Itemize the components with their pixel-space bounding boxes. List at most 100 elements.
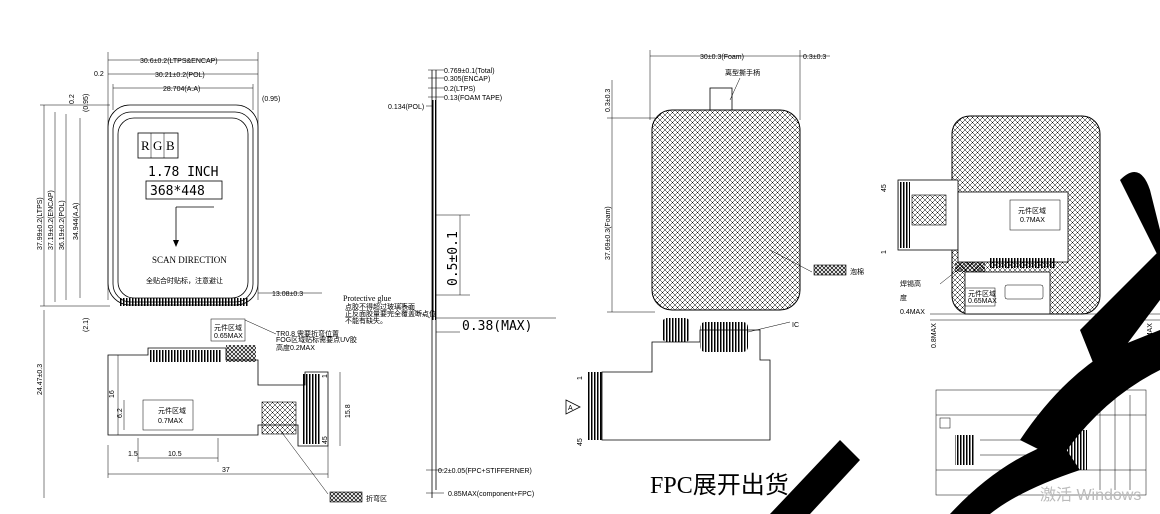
solder-label-3: 0.4MAX xyxy=(900,309,925,316)
dim-ltps-width: 30.6±0.2(LTPS&ENCAP) xyxy=(140,58,218,65)
side-panel-stack xyxy=(432,100,436,320)
dim-15-8: 15.8 xyxy=(345,404,352,418)
dim-0-2-top: 0.2 xyxy=(94,71,104,78)
fpc-connector xyxy=(302,374,320,444)
back-dim-0-3-top: 0.3±0.3 xyxy=(803,54,826,61)
solder-label-1: 焊锡高 xyxy=(900,279,921,288)
screen-note: 全贴合时贴标，注意避让 xyxy=(146,276,223,285)
detail-mark xyxy=(939,417,951,429)
release-tab xyxy=(709,87,733,111)
folded-small-height: 0.65MAX xyxy=(968,298,997,305)
side-dim-pol: 0.134(POL) xyxy=(388,104,424,111)
glue-note-1: 点胶不得超过玻璃表面 xyxy=(345,302,415,311)
stiffener-bend-zone xyxy=(261,401,297,435)
folded-dim-08-1: 0.8MAX xyxy=(931,323,938,348)
dim-16: 16 xyxy=(109,390,116,398)
back-fpc-pins xyxy=(588,372,602,440)
pin-45-left: 45 xyxy=(322,436,329,444)
panel-outline xyxy=(107,104,259,306)
dim-aa-height: 34.944(A.A) xyxy=(73,203,80,240)
foam-legend-label: 泡棉 xyxy=(850,267,864,276)
folded-ic-box xyxy=(1004,284,1044,300)
side-dim-foam: 0.13(FOAM TAPE) xyxy=(444,95,502,102)
release-tab-label: 离型撕手柄 xyxy=(725,68,760,77)
component-height-label: 0.65MAX xyxy=(214,333,243,340)
fpc-note-2: 高度0.2MAX xyxy=(276,343,315,352)
watermark-strokes: 激活 Windows xyxy=(770,172,1160,514)
left-dimensions: 37.99±0.2(LTPS) 37.19±0.2(ENCAP) 36.19±0… xyxy=(37,94,110,498)
pin-1-left: 1 xyxy=(322,374,329,378)
glue-note-3: 不能有缺失。 xyxy=(345,316,387,325)
front-view: 30.6±0.2(LTPS&ENCAP) 30.21±0.2(POL) 28.7… xyxy=(37,52,387,503)
rgb-g: G xyxy=(153,138,162,153)
side-dim-0-5: 0.5±0.1 xyxy=(446,231,461,286)
resolution-box xyxy=(145,180,223,200)
foam-area xyxy=(651,109,801,311)
folded-pin-45: 45 xyxy=(881,184,888,192)
back-pin-45: 45 xyxy=(577,438,584,446)
dim-10-5: 10.5 xyxy=(168,451,182,458)
back-view: 30±0.3(Foam) 0.3±0.3 0.3±0.3 37.69±0.3(F… xyxy=(565,50,864,499)
detail-frame xyxy=(935,389,1147,496)
component-area-label: 元件区域 xyxy=(214,323,242,332)
dim-37: 37 xyxy=(222,467,230,474)
side-dim-max: 0.38(MAX) xyxy=(462,319,532,334)
dim-pol-width: 30.21±0.2(POL) xyxy=(155,72,205,79)
folded-fpc-pins xyxy=(898,182,910,248)
back-dim-foam-width: 30±0.3(Foam) xyxy=(700,54,744,61)
folded-component-height: 0.7MAX xyxy=(1020,217,1045,224)
windows-watermark: 激活 Windows xyxy=(1040,486,1141,504)
side-dim-ltps: 0.2(LTPS) xyxy=(444,86,475,93)
fpc-title: FPC展开出货 xyxy=(650,472,789,499)
fpc-component-area: 元件区域 xyxy=(158,406,186,415)
folded-lower-panel xyxy=(964,271,1051,315)
folded-stiffener xyxy=(911,194,947,226)
fpc-connector-zone xyxy=(226,345,256,362)
folded-component-area: 元件区域 xyxy=(1018,206,1046,215)
rgb-box xyxy=(137,132,179,159)
a-mark: A xyxy=(568,405,573,412)
fpc-component-height: 0.7MAX xyxy=(158,418,183,425)
back-connector-tab xyxy=(662,318,690,342)
folded-bond-area xyxy=(990,258,1055,268)
solder-label-2: 度 xyxy=(900,293,907,302)
component-box-small xyxy=(210,318,246,342)
detail-connector-left xyxy=(955,435,975,465)
foam-legend-swatch xyxy=(813,264,847,276)
a-arrow xyxy=(565,399,581,415)
folded-small-area: 元件区域 xyxy=(968,289,996,298)
dim-aa-width: 28.704(A.A) xyxy=(163,86,200,93)
dim-13-08: 13.08±0.3 xyxy=(272,291,303,298)
back-dim-0-3-left: 0.3±0.3 xyxy=(605,89,612,112)
dim-encap-height: 37.19±0.2(ENCAP) xyxy=(48,190,55,250)
protective-glue-title: Protective glue xyxy=(343,294,392,303)
panel-bottom-edge xyxy=(120,298,248,306)
solder-zone xyxy=(955,262,985,272)
folded-component-box xyxy=(1009,199,1061,231)
folded-component-panel xyxy=(957,191,1069,263)
glue-note-2: 正反面胶量要完全覆盖断点位 xyxy=(345,309,436,318)
bend-legend-label: 折弯区 xyxy=(366,494,387,503)
side-dim-component: 0.85MAX(component+FPC) xyxy=(448,491,534,498)
dim-2-1: (2.1) xyxy=(83,318,90,332)
rgb-b: B xyxy=(166,138,175,153)
fpc-component-box xyxy=(142,399,194,431)
fpc-note-1: FOG区域贴标需要点UV胶 xyxy=(276,335,357,344)
tr-label: TR0.8 需要折弯位置 xyxy=(276,329,339,338)
dim-pol-height: 36.19±0.2(POL) xyxy=(59,200,66,250)
dim-fpc-length: 24.47±0.3 xyxy=(37,364,44,395)
dim-095-right: (0.95) xyxy=(262,96,280,103)
folded-small-box xyxy=(964,287,996,307)
back-pin-1: 1 xyxy=(577,376,584,380)
scan-direction: SCAN DIRECTION xyxy=(152,255,227,265)
ic-chip xyxy=(700,322,748,352)
dim-0-2-left: 0.2 xyxy=(69,94,76,104)
side-dim-total: 0.769±0.1(Total) xyxy=(444,68,495,75)
dim-ltps-height: 37.99±0.2(LTPS) xyxy=(37,197,44,250)
side-dim-fpc: 0.2±0.05(FPC+STIFFERNER) xyxy=(438,468,532,475)
side-view: 0.769±0.1(Total) 0.305(ENCAP) 0.2(LTPS) … xyxy=(343,68,556,498)
side-dim-encap: 0.305(ENCAP) xyxy=(444,76,490,83)
resolution: 368*448 xyxy=(150,184,205,199)
